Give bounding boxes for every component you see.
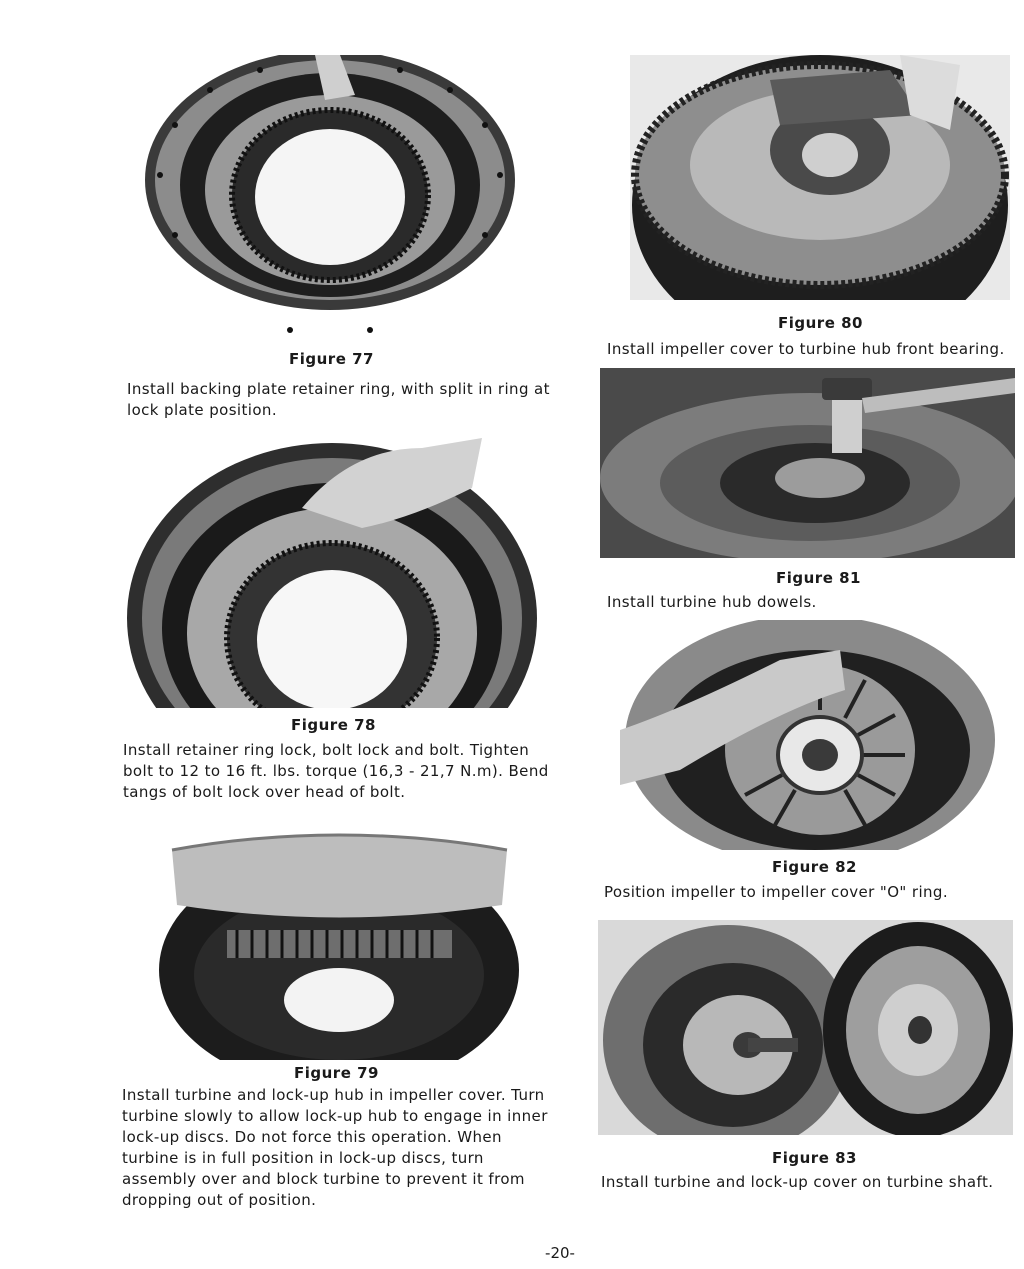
figure-81-label: Figure 81 (776, 569, 861, 587)
figure-83-photo (598, 920, 1013, 1135)
figure-77-photo (140, 55, 520, 345)
figure-83-caption: Install turbine and lock-up cover on tur… (601, 1173, 994, 1191)
figure-79-photo (157, 810, 522, 1060)
figure-80-label: Figure 80 (778, 314, 863, 332)
figure-82-caption: Position impeller to impeller cover "O" … (604, 883, 949, 901)
retainer-ring-lock-image (127, 438, 537, 708)
figure-82-label: Figure 82 (772, 858, 857, 876)
figure-82-photo (620, 620, 1000, 850)
impeller-o-ring-image (620, 620, 995, 850)
figure-80-caption: Install impeller cover to turbine hub fr… (607, 340, 1005, 358)
turbine-hub-dowels-image (600, 368, 1015, 558)
figure-80-photo (630, 55, 1010, 300)
figure-79-label: Figure 79 (294, 1064, 379, 1082)
figure-83-label: Figure 83 (772, 1149, 857, 1167)
figure-77-label: Figure 77 (289, 350, 374, 368)
impeller-cover-bearing-image (630, 55, 1010, 300)
figure-78-caption: Install retainer ring lock, bolt lock an… (123, 741, 549, 801)
turbine-in-impeller-cover-image (159, 833, 519, 1060)
figure-78-photo (122, 428, 542, 708)
page-number: -20- (545, 1244, 575, 1262)
figure-78-label: Figure 78 (291, 716, 376, 734)
figure-81-caption: Install turbine hub dowels. (607, 593, 817, 611)
figure-81-photo (600, 368, 1015, 558)
turbine-lockup-cover-image (598, 920, 1013, 1135)
figure-77-caption: Install backing plate retainer ring, wit… (127, 380, 550, 419)
figure-79-caption: Install turbine and lock-up hub in impel… (122, 1086, 548, 1209)
backing-plate-retainer-ring-image (145, 55, 515, 333)
